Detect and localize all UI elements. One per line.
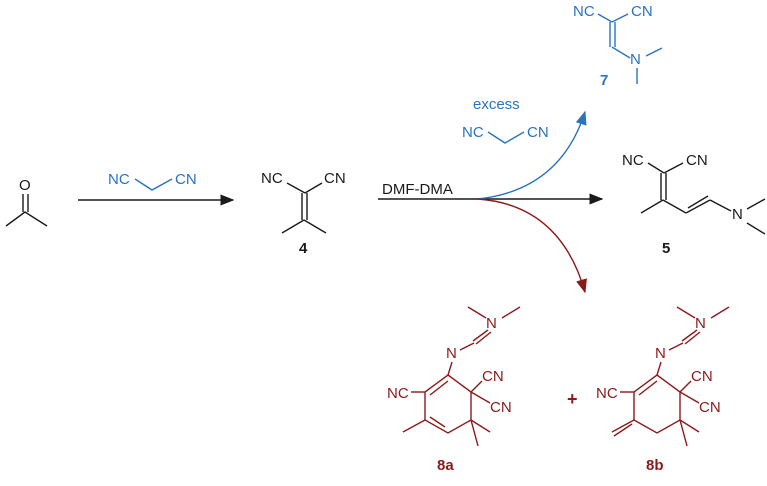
plus-sign: +: [567, 389, 578, 409]
compound-7-nc: NC: [573, 3, 595, 20]
dmf-dma-reagent: DMF-DMA: [382, 181, 453, 198]
compound-8a-n-imine: N: [446, 345, 457, 362]
excess-malononitrile-cn: CN: [527, 124, 549, 141]
compound-7: NC CN N 7: [573, 3, 663, 89]
acetone-structure: O: [5, 177, 48, 227]
compound-4: NC CN 4: [261, 170, 346, 257]
compound-8b-cn1: CN: [691, 368, 713, 385]
compound-8b-nc: NC: [596, 385, 618, 402]
compound-4-cn: CN: [324, 170, 346, 187]
compound-7-n: N: [630, 51, 641, 68]
compound-7-cn: CN: [631, 3, 653, 20]
compound-5-cn: CN: [686, 152, 708, 169]
excess-text: excess: [473, 96, 520, 113]
acetone-oxygen: O: [19, 177, 31, 194]
compound-8a-label: 8a: [437, 457, 454, 474]
excess-malononitrile-nc: NC: [462, 124, 484, 141]
compound-8a-cn2: CN: [490, 399, 512, 416]
compound-8b: N N NC CN CN 8b: [596, 306, 730, 474]
compound-8a-nc: NC: [387, 385, 409, 402]
compound-8b-cn2: CN: [699, 399, 721, 416]
compound-5-nc: NC: [622, 152, 644, 169]
malononitrile-nc: NC: [108, 171, 130, 188]
compound-4-label: 4: [299, 240, 308, 257]
step1-arrow: NC CN: [78, 171, 235, 206]
compound-8b-n-top: N: [695, 315, 706, 332]
compound-5: NC CN N 5: [622, 152, 766, 257]
step2-arrow: DMF-DMA: [378, 181, 604, 205]
compound-4-nc: NC: [261, 170, 283, 187]
compound-7-label: 7: [600, 72, 608, 89]
compound-5-label: 5: [662, 240, 670, 257]
compound-8b-n-imine: N: [655, 345, 666, 362]
compound-8b-label: 8b: [646, 457, 664, 474]
compound-8a-cn1: CN: [482, 368, 504, 385]
red-branch: [477, 198, 587, 294]
compound-8a: N N NC CN CN 8a: [387, 306, 521, 474]
compound-8a-n-top: N: [486, 315, 497, 332]
compound-5-n: N: [732, 206, 743, 223]
malononitrile-cn: CN: [175, 171, 197, 188]
blue-branch: excess NC CN: [462, 96, 587, 200]
